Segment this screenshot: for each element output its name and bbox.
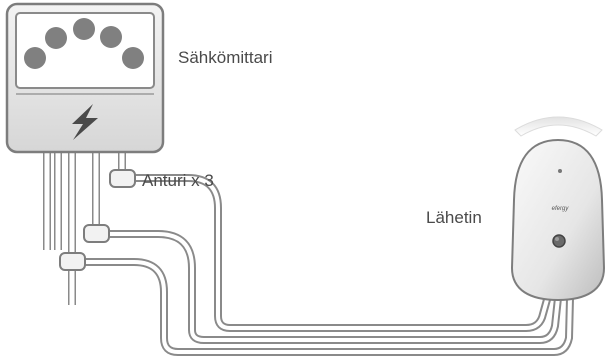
sensors-label: Anturi x 3 bbox=[142, 171, 214, 190]
transmitter-label: Lähetin bbox=[426, 208, 482, 227]
electricity-meter bbox=[5, 2, 165, 154]
transmitter-button bbox=[552, 234, 566, 248]
meter-cables bbox=[43, 150, 126, 305]
meter-dials bbox=[24, 18, 144, 69]
sensor-clamp bbox=[59, 252, 86, 271]
sensor-clamp bbox=[109, 169, 136, 188]
meter-dial bbox=[45, 27, 67, 49]
signal-glow bbox=[514, 116, 603, 137]
sensors bbox=[59, 169, 136, 271]
meter-dial bbox=[73, 18, 95, 40]
transmitter-logo: efergy bbox=[552, 206, 570, 212]
meter-dial bbox=[122, 47, 144, 69]
transmitter: efergy bbox=[510, 116, 606, 302]
lightning-bolt-icon bbox=[72, 104, 98, 140]
meter-dial bbox=[100, 26, 122, 48]
meter-dial bbox=[24, 47, 46, 69]
meter-label: Sähkömittari bbox=[178, 48, 273, 67]
status-led bbox=[558, 169, 562, 173]
sensor-clamp bbox=[83, 224, 110, 243]
sensor-wires bbox=[81, 174, 574, 356]
